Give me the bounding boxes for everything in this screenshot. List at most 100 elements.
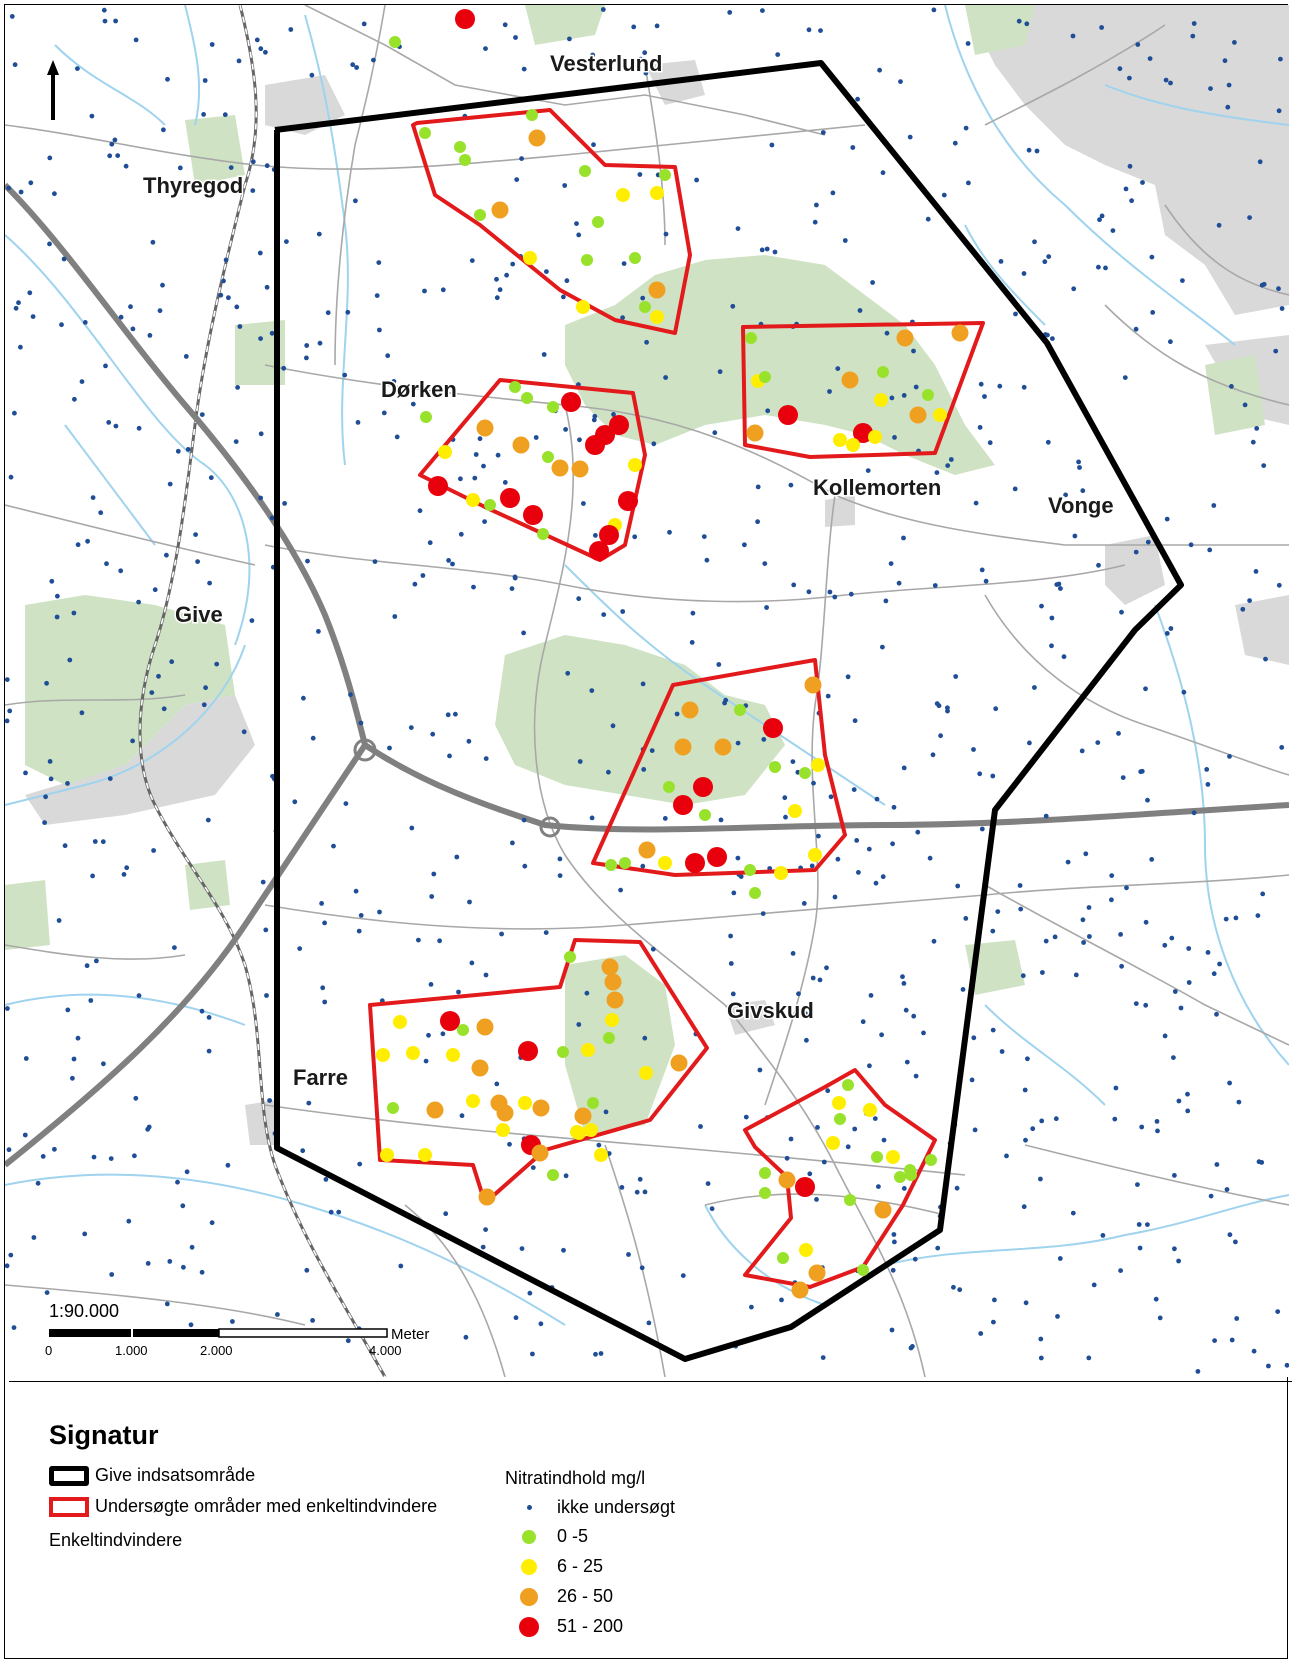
well-unsampled-dot: [1080, 917, 1086, 923]
well-unsampled-dot: [472, 475, 478, 481]
well-sampled-dot: [570, 1125, 584, 1139]
well-unsampled-dot: [310, 735, 316, 741]
well-unsampled-dot: [92, 839, 98, 844]
well-unsampled-dot: [427, 540, 433, 546]
well-unsampled-dot: [40, 1154, 46, 1159]
well-unsampled-dot: [126, 1218, 132, 1224]
well-unsampled-dot: [1185, 1091, 1190, 1097]
well-unsampled-dot: [610, 723, 616, 729]
well-unsampled-dot: [620, 609, 626, 614]
well-sampled-dot: [605, 859, 617, 871]
well-unsampled-dot: [1043, 938, 1049, 944]
well-unsampled-dot: [1233, 1239, 1238, 1245]
well-unsampled-dot: [218, 292, 224, 298]
well-unsampled-dot: [860, 1019, 866, 1025]
well-sampled-dot: [877, 366, 889, 378]
well-unsampled-dot: [1071, 286, 1077, 292]
well-unsampled-dot: [1021, 384, 1027, 390]
well-unsampled-dot: [343, 801, 349, 806]
well-unsampled-dot: [494, 295, 500, 301]
well-unsampled-dot: [979, 826, 985, 832]
well-sampled-dot: [518, 1041, 538, 1061]
well-unsampled-dot: [23, 770, 28, 776]
well-unsampled-dot: [561, 294, 566, 300]
well-unsampled-dot: [514, 177, 520, 183]
well-sampled-dot: [788, 804, 802, 818]
well-unsampled-dot: [591, 417, 597, 423]
well-unsampled-dot: [1273, 348, 1279, 354]
well-unsampled-dot: [502, 480, 508, 485]
well-unsampled-dot: [1063, 492, 1068, 498]
legend-boundary-label: Give indsatsområde: [95, 1465, 256, 1485]
well-unsampled-dot: [760, 8, 765, 13]
well-unsampled-dot: [577, 437, 582, 443]
well-unsampled-dot: [1135, 1182, 1140, 1187]
well-unsampled-dot: [305, 558, 310, 564]
well-unsampled-dot: [209, 42, 215, 47]
well-unsampled-dot: [821, 1159, 827, 1165]
well-unsampled-dot: [907, 134, 913, 140]
well-sampled-dot: [496, 1104, 514, 1122]
well-sampled-dot: [663, 781, 675, 793]
well-unsampled-dot: [510, 261, 516, 267]
well-unsampled-dot: [1242, 402, 1248, 408]
well-unsampled-dot: [207, 580, 213, 586]
well-unsampled-dot: [512, 575, 518, 581]
well-unsampled-dot: [806, 589, 812, 595]
well-unsampled-dot: [5, 718, 10, 724]
well-unsampled-dot: [44, 680, 49, 686]
well-unsampled-dot: [611, 412, 616, 417]
well-unsampled-dot: [814, 1197, 819, 1202]
well-unsampled-dot: [892, 435, 897, 440]
well-unsampled-dot: [898, 79, 903, 84]
well-sampled-dot: [759, 371, 771, 383]
well-unsampled-dot: [222, 112, 228, 118]
well-sampled-dot: [531, 1144, 549, 1162]
study-area-swatch: [49, 1496, 89, 1517]
map-canvas: Vesterlund Thyregod Dørken Kollemorten V…: [5, 5, 1289, 1377]
well-unsampled-dot: [903, 1007, 909, 1013]
well-unsampled-dot: [221, 278, 226, 284]
well-unsampled-dot: [1247, 215, 1252, 221]
well-unsampled-dot: [84, 963, 90, 969]
well-sampled-dot: [922, 389, 934, 401]
well-unsampled-dot: [412, 581, 418, 587]
well-unsampled-dot: [270, 773, 275, 779]
well-unsampled-dot: [188, 1322, 194, 1328]
well-unsampled-dot: [94, 958, 99, 964]
well-unsampled-dot: [1040, 970, 1045, 975]
well-unsampled-dot: [921, 1030, 926, 1036]
well-unsampled-dot: [574, 221, 579, 227]
well-unsampled-dot: [718, 817, 724, 823]
well-unsampled-dot: [755, 484, 761, 490]
well-unsampled-dot: [1123, 186, 1129, 192]
well-sampled-dot: [557, 1046, 569, 1058]
scale-bar: [49, 1328, 388, 1338]
well-unsampled-dot: [70, 1075, 75, 1081]
well-unsampled-dot: [997, 383, 1003, 389]
well-unsampled-dot: [965, 41, 971, 46]
well-unsampled-dot: [576, 1022, 582, 1027]
well-sampled-dot: [528, 129, 546, 147]
well-unsampled-dot: [348, 692, 353, 698]
well-unsampled-dot: [98, 510, 104, 516]
well-sampled-dot: [512, 436, 530, 454]
well-unsampled-dot: [1096, 264, 1101, 270]
well-sampled-dot: [841, 371, 859, 389]
well-unsampled-dot: [991, 1319, 996, 1325]
well-unsampled-dot: [79, 710, 85, 716]
legend-class-label: 0 -5: [557, 1526, 589, 1546]
well-unsampled-dot: [1017, 883, 1023, 888]
well-unsampled-dot: [263, 49, 268, 55]
well-unsampled-dot: [1056, 581, 1062, 587]
well-unsampled-dot: [563, 427, 568, 432]
well-sampled-dot: [406, 1046, 420, 1060]
well-unsampled-dot: [264, 993, 269, 998]
well-unsampled-dot: [1110, 228, 1116, 234]
well-unsampled-dot: [440, 1031, 446, 1037]
well-sampled-dot: [594, 1148, 608, 1162]
well-unsampled-dot: [1214, 1011, 1219, 1017]
well-unsampled-dot: [136, 993, 142, 998]
well-sampled-dot: [521, 392, 533, 404]
well-unsampled-dot: [1023, 1300, 1029, 1306]
